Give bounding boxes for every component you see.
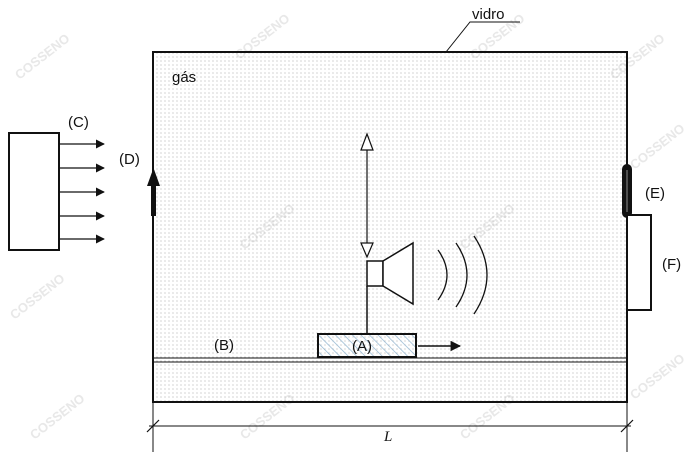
dimension-right-slash <box>620 419 634 433</box>
watermark-text: COSSENO <box>12 31 72 83</box>
detector-label: (F) <box>662 256 681 273</box>
light-source-label: (C) <box>68 114 89 131</box>
detector-box <box>626 214 652 311</box>
vibration-arrow-down-icon <box>360 242 374 259</box>
left-wall-element <box>151 185 156 216</box>
watermark-text: COSSENO <box>27 391 87 443</box>
glass-leader-line <box>445 21 520 53</box>
left-wall-arrow-icon <box>147 168 160 186</box>
watermark-text: COSSENO <box>627 121 687 173</box>
rail-label: (B) <box>214 337 234 354</box>
watermark-text: COSSENO <box>7 271 67 323</box>
dimension-left-slash <box>146 419 160 433</box>
left-wall-element-label: (D) <box>119 151 140 168</box>
cart-label: (A) <box>352 338 372 355</box>
light-source-box <box>8 132 60 251</box>
gas-label: gás <box>172 69 196 86</box>
watermark-text: COSSENO <box>627 351 687 403</box>
sound-wave-3 <box>473 235 488 315</box>
right-wall-element-label: (E) <box>645 185 665 202</box>
vibration-arrow-up-icon <box>360 132 374 151</box>
sound-wave-1 <box>437 249 448 301</box>
glass-label: vidro <box>472 6 505 23</box>
dimension-label: L <box>383 429 392 445</box>
sound-wave-2 <box>455 242 468 308</box>
speaker-magnet <box>366 260 384 287</box>
speaker-cone <box>382 241 414 306</box>
